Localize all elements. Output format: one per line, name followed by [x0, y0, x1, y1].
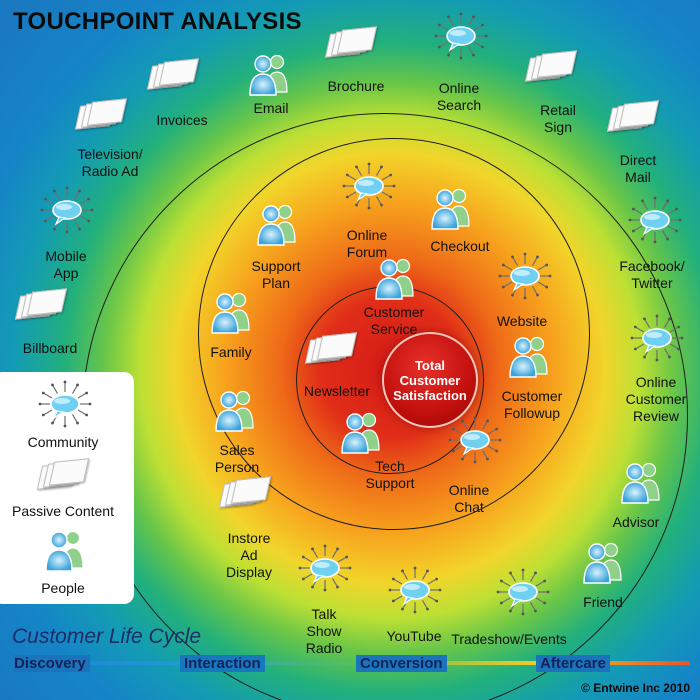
paper-icon [218, 476, 272, 508]
chat-bubble-icon [38, 380, 92, 428]
touchpoint-label: Online Forum [346, 227, 388, 260]
middle-ring [198, 138, 590, 530]
people-icon [621, 462, 660, 504]
people-icon [249, 54, 288, 96]
touchpoint-label: Support Plan [251, 258, 301, 291]
people-icon [583, 542, 622, 584]
people-icon [375, 258, 414, 300]
chat-bubble-icon [630, 314, 684, 362]
lifecycle-bar-interaction [180, 661, 356, 665]
touchpoint-label: Retail Sign [540, 102, 576, 135]
legend-label: People [41, 580, 85, 596]
touchpoint-label: Email [253, 100, 289, 116]
legend-label: Passive Content [12, 503, 114, 519]
chat-bubble-icon [498, 252, 552, 300]
paper-icon [14, 288, 68, 320]
chat-bubble-icon [434, 12, 488, 60]
center-label: Total Customer Satisfaction [393, 357, 467, 403]
lifecycle-bar-aftercare [536, 661, 690, 665]
paper-icon [304, 332, 358, 364]
touchpoint-label: Friend [583, 594, 623, 610]
touchpoint-label: Television/ Radio Ad [77, 146, 143, 179]
touchpoint-label: Customer Service [363, 304, 425, 337]
chat-bubble-icon [388, 566, 442, 614]
lifecycle-stage-discovery: Discovery [14, 655, 90, 672]
people-icon [211, 292, 250, 334]
people-icon [509, 336, 548, 378]
legend-label: Community [27, 434, 99, 450]
people-icon [431, 188, 470, 230]
paper-icon [524, 50, 578, 82]
touchpoint-label: Facebook/ Twitter [619, 258, 685, 291]
chat-bubble-icon [448, 416, 502, 464]
touchpoint-label: Customer Followup [501, 388, 563, 421]
paper-icon [324, 26, 378, 58]
lifecycle-stage-conversion: Conversion [356, 655, 447, 672]
paper-icon [146, 58, 200, 90]
touchpoint-label: Tradeshow/Events [451, 631, 567, 647]
touchpoint-label: Online Chat [448, 482, 490, 515]
touchpoint-label: Checkout [430, 238, 490, 254]
lifecycle-title: Customer Life Cycle [12, 625, 202, 648]
legend-panel: Community Passive Content People [0, 372, 134, 604]
touchpoint-label: Direct Mail [619, 152, 657, 185]
touchpoint-label: Online Customer Review [625, 374, 687, 424]
chat-bubble-icon [628, 196, 682, 244]
touchpoint-label: Online Search [436, 80, 482, 113]
people-icon [257, 204, 296, 246]
people-icon [215, 390, 254, 432]
lifecycle-stage-aftercare: Aftercare [536, 655, 610, 672]
touchpoint-label: Tech Support [365, 458, 415, 491]
paper-icon [606, 100, 660, 132]
touchpoint-label: Brochure [327, 78, 385, 94]
touchpoint-label: Family [210, 344, 252, 360]
people-icon [45, 530, 84, 572]
touchpoint-label: Advisor [612, 514, 660, 530]
touchpoint-label: Mobile App [45, 248, 87, 281]
lifecycle-stage-interaction: Interaction [180, 655, 265, 672]
center-circle: Total Customer Satisfaction [382, 332, 478, 428]
touchpoint-label: Billboard [22, 340, 78, 356]
touchpoint-label: Instore Ad Display [226, 530, 272, 580]
chat-bubble-icon [40, 186, 94, 234]
paper-icon [36, 458, 90, 490]
paper-icon [74, 98, 128, 130]
touchpoint-label: Sales Person [214, 442, 260, 475]
touchpoint-label: Invoices [156, 112, 208, 128]
chat-bubble-icon [342, 162, 396, 210]
copyright: © Entwine Inc 2010 [581, 681, 690, 695]
people-icon [341, 412, 380, 454]
touchpoint-label: Newsletter [303, 383, 371, 399]
touchpoint-label: Website [496, 313, 548, 329]
chat-bubble-icon [496, 568, 550, 616]
lifecycle-bar-discovery [12, 661, 180, 665]
touchpoint-label: YouTube [386, 628, 442, 644]
touchpoint-label: Talk Show Radio [305, 606, 343, 656]
chat-bubble-icon [298, 544, 352, 592]
diagram-title: TOUCHPOINT ANALYSIS [13, 8, 302, 35]
